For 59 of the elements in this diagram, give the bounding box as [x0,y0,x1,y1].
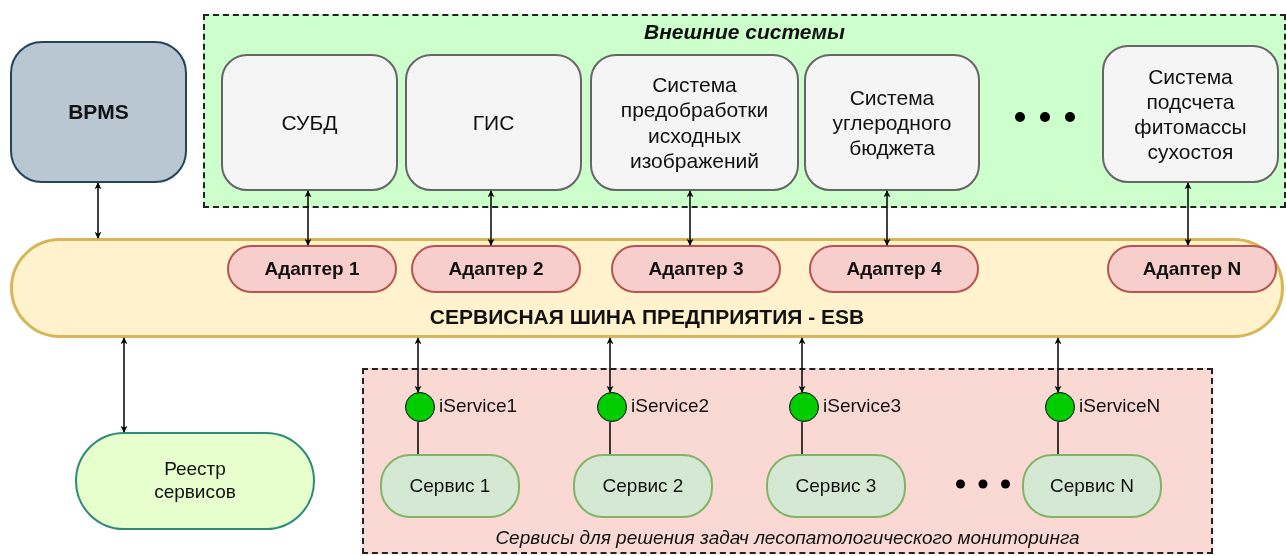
double-arrow [686,190,694,246]
node-label: Сервис 1 [408,474,492,498]
double-arrow [883,190,891,246]
system-box [405,54,582,191]
node-label: Система подсчета фитомассы сухостоя [1133,63,1248,165]
node-label: Система предобработки исходных изображений [619,72,770,173]
interface-circle [1045,392,1075,422]
node-label: Адаптер 4 [845,257,943,281]
connector-line [801,421,803,455]
dashed-group-panel [203,14,1286,208]
node-label: BPMS [67,99,130,125]
service-pill [380,454,520,518]
node-label: СУБД [280,109,339,136]
bus-title: СЕРВИСНАЯ ШИНА ПРЕДПРИЯТИЯ - ESB [428,305,866,329]
double-arrow [1054,337,1062,393]
connector-line [1057,421,1059,455]
node-label: Адаптер N [1141,257,1243,281]
system-box [804,54,980,191]
interface-circle [597,392,627,422]
node-label: Сервис 3 [794,474,878,498]
adapter-pill [411,245,581,293]
node-label: Сервис N [1048,474,1136,498]
service-pill [1022,454,1162,518]
double-arrow [414,337,422,393]
double-arrow [94,182,102,239]
interface-label: iService2 [631,395,710,417]
service-pill [573,454,713,518]
node-label: Система углеродного бюджета [831,84,953,161]
node-label: Реестр сервисов [153,458,237,504]
dashed-group-panel [362,368,1213,554]
node-label: Сервис 2 [601,474,685,498]
double-arrow [120,337,128,433]
connector-line [417,421,419,455]
group-title: Сервисы для решения задач лесопатологического мониторинга [494,527,1081,549]
adapter-pill [611,245,781,293]
adapter-pill [1107,245,1277,293]
adapter-pill [809,245,979,293]
system-box [221,54,398,191]
adapter-pill [227,245,397,293]
service-pill [766,454,906,518]
system-box [10,41,187,183]
interface-circle [405,392,435,422]
system-box [1102,45,1279,183]
double-arrow [606,337,614,393]
interface-label: iServiceN [1079,395,1161,417]
interface-label: iService1 [439,395,518,417]
node-label: ГИС [471,109,516,136]
interface-circle [789,392,819,422]
connector-line [609,421,611,455]
double-arrow [304,190,312,246]
group-title: Внешние системы [643,20,846,44]
node-label: Адаптер 3 [647,257,745,281]
node-label: Адаптер 2 [447,257,545,281]
node-label: Адаптер 1 [263,257,361,281]
double-arrow [798,337,806,393]
double-arrow [1184,182,1192,246]
double-arrow [487,190,495,246]
system-box [590,54,799,191]
interface-label: iService3 [823,395,902,417]
